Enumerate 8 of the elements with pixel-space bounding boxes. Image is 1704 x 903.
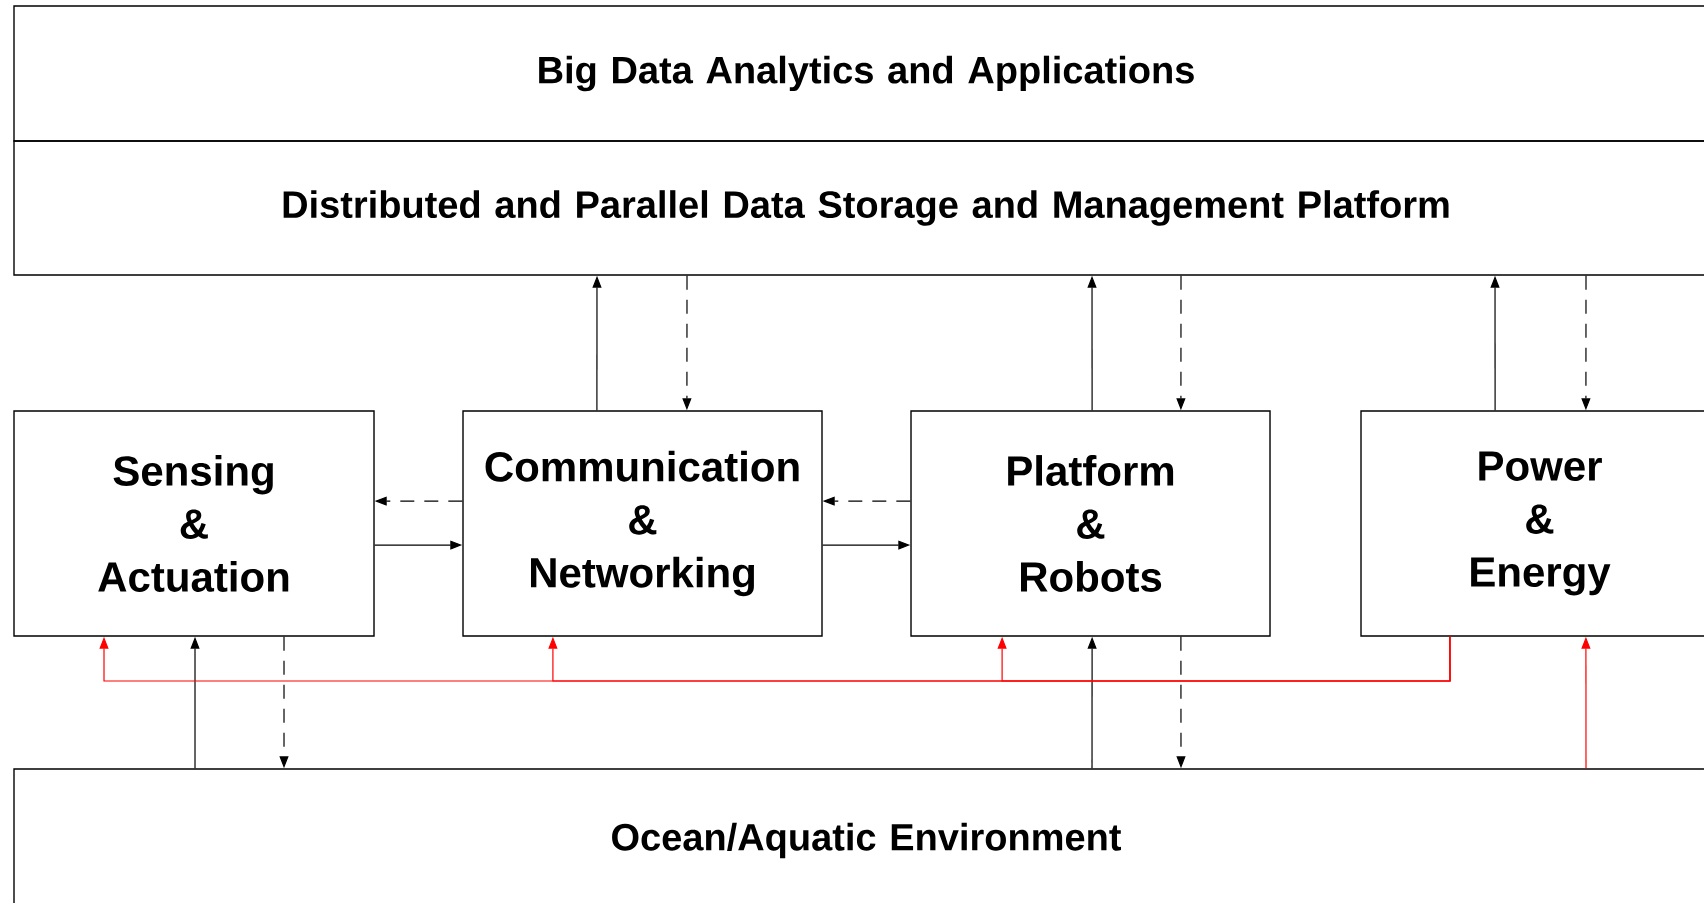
arrow xyxy=(997,636,1451,682)
process-box: Communication & Networking xyxy=(462,410,823,637)
layer-band: Distributed and Parallel Data Storage and Management Platform xyxy=(13,140,1704,276)
process-box: Sensing & Actuation xyxy=(13,410,375,637)
process-box: Platform & Robots xyxy=(910,410,1271,637)
layer-band: Ocean/Aquatic Environment xyxy=(13,768,1704,903)
process-box: Power & Energy xyxy=(1360,410,1704,637)
layer-band: Big Data Analytics and Applications xyxy=(13,5,1704,142)
